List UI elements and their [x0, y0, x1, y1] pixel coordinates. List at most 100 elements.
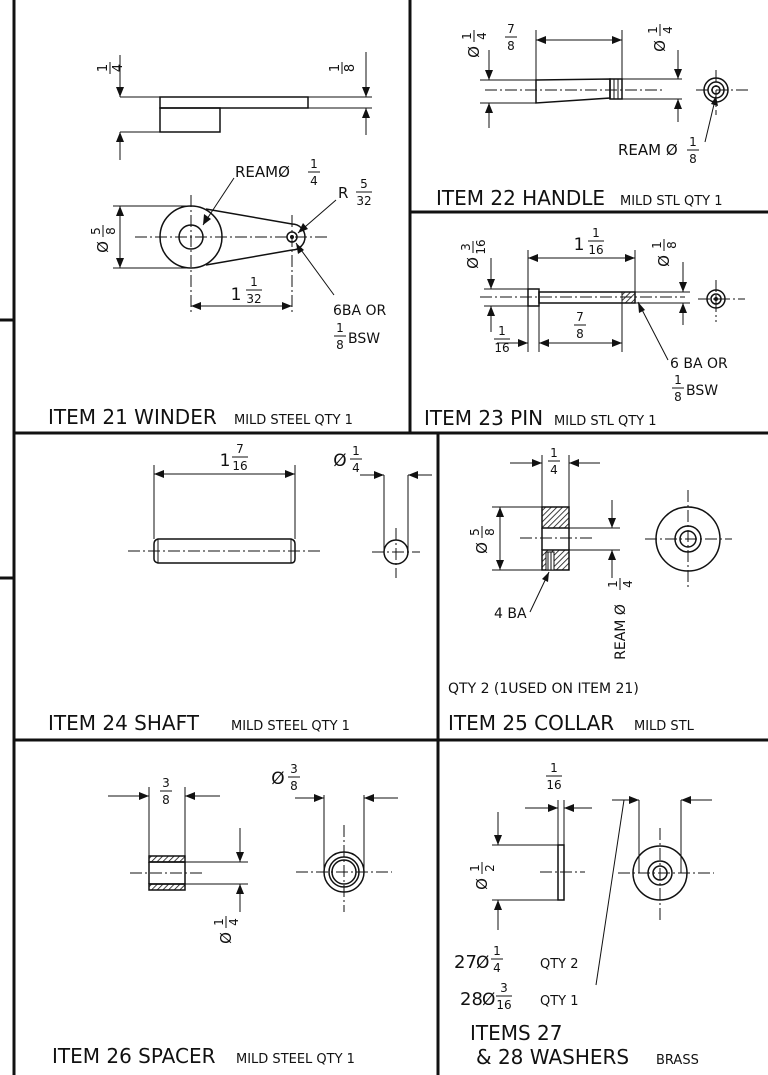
washer-27-spec: 27 Ø 1 4 QTY 2: [454, 944, 579, 975]
svg-text:1: 1: [220, 451, 231, 471]
svg-text:8: 8: [343, 64, 358, 72]
svg-text:Ø: Ø: [655, 255, 673, 267]
svg-text:1: 1: [574, 235, 585, 255]
svg-text:4: 4: [550, 463, 558, 477]
svg-text:8: 8: [689, 152, 697, 166]
item-26-spec: MILD STEEL QTY 1: [236, 1052, 355, 1067]
winder-boss-dim: Ø 5 8: [89, 225, 118, 253]
svg-text:Ø: Ø: [473, 542, 491, 554]
svg-text:Ø: Ø: [473, 878, 491, 890]
svg-text:4: 4: [111, 64, 126, 72]
handle-ream-label: REAM Ø 1 8: [618, 135, 699, 166]
winder-ream-label: REAMØ 1 4: [235, 157, 320, 188]
handle-left-dia: Ø 1 4: [460, 30, 489, 58]
svg-text:Ø: Ø: [651, 40, 669, 52]
svg-text:5: 5: [89, 227, 103, 235]
winder-radius-label: R 5 32: [338, 177, 372, 208]
collar-ream-dim: REAM Ø 1 4: [606, 578, 635, 660]
svg-text:REAM Ø: REAM Ø: [613, 604, 629, 660]
svg-text:4: 4: [352, 461, 360, 475]
svg-text:8: 8: [674, 390, 682, 404]
svg-text:Ø: Ø: [464, 257, 482, 269]
svg-text:Ø: Ø: [333, 451, 346, 471]
svg-text:1: 1: [646, 26, 660, 34]
handle-length-dim: 7 8: [505, 22, 517, 53]
svg-text:8: 8: [483, 528, 497, 536]
svg-text:32: 32: [246, 292, 261, 306]
svg-text:1: 1: [689, 135, 697, 149]
svg-text:16: 16: [546, 778, 561, 792]
svg-text:4: 4: [661, 26, 675, 34]
pin-left-dia: Ø 3 16: [459, 239, 488, 269]
svg-text:16: 16: [496, 998, 511, 1012]
item-22-title: ITEM 22 HANDLE: [436, 186, 605, 210]
svg-text:1: 1: [231, 285, 242, 305]
svg-text:Ø: Ø: [94, 241, 112, 253]
item-25-collar: 1 4 Ø 5 8 REAM Ø 1 4 4 BA: [448, 446, 732, 735]
svg-text:5: 5: [468, 528, 482, 536]
svg-text:4: 4: [227, 918, 241, 926]
svg-text:4: 4: [493, 961, 501, 975]
handle-taper: [535, 78, 611, 104]
item-21-winder: 1 4 1 8 REAMØ 1 4: [48, 52, 387, 429]
svg-text:28: 28: [460, 989, 483, 1010]
item-23-spec: MILD STL QTY 1: [554, 414, 657, 429]
collar-qty-note: QTY 2 (1USED ON ITEM 21): [448, 681, 639, 697]
winder-centres-dim: 1 1 32: [231, 275, 262, 306]
svg-text:8: 8: [336, 338, 344, 352]
svg-text:8: 8: [507, 39, 515, 53]
pin-shank-dim: 7 8: [574, 310, 586, 341]
svg-text:3: 3: [500, 981, 508, 995]
svg-text:32: 32: [356, 194, 371, 208]
pin-thread-b: 1 8 BSW: [672, 373, 718, 404]
svg-text:1: 1: [498, 324, 506, 338]
svg-text:7: 7: [576, 310, 584, 324]
pin-right-dia: Ø 1 8: [650, 239, 679, 267]
shaft-length-dim: 1 7 16: [220, 442, 248, 473]
svg-text:16: 16: [232, 459, 247, 473]
washer-od-dim: Ø 1 2: [468, 862, 497, 890]
pin-head-dim: 1 16: [494, 324, 510, 355]
spacer-length-dim: 3 8: [160, 776, 172, 807]
svg-text:Ø: Ø: [482, 990, 495, 1010]
item-23-pin: Ø 3 16 1 1 16 Ø 1 8: [424, 226, 745, 430]
svg-text:3: 3: [162, 776, 170, 790]
svg-text:8: 8: [104, 227, 118, 235]
collar-dia-dim: Ø 5 8: [468, 526, 497, 554]
svg-text:4: 4: [310, 174, 318, 188]
svg-text:1: 1: [650, 241, 664, 249]
svg-text:1: 1: [250, 275, 258, 289]
svg-text:1: 1: [550, 761, 558, 775]
svg-text:Ø: Ø: [271, 769, 284, 789]
item-25-title: ITEM 25 COLLAR: [448, 711, 614, 735]
pin-thread-a: 6 BA OR: [670, 356, 728, 372]
item-25-spec: MILD STL: [634, 719, 695, 734]
svg-text:Ø: Ø: [465, 46, 483, 58]
svg-text:1: 1: [674, 373, 682, 387]
item-24-title: ITEM 24 SHAFT: [48, 711, 200, 735]
svg-text:7: 7: [507, 22, 515, 36]
svg-text:16: 16: [588, 243, 603, 257]
svg-text:REAMØ: REAMØ: [235, 163, 290, 181]
pin-overall-dim: 1 1 16: [574, 226, 604, 257]
svg-text:16: 16: [474, 239, 488, 254]
svg-text:2: 2: [483, 864, 497, 872]
winder-arm-side: [159, 96, 309, 109]
spacer-bore-dim: Ø 1 4: [212, 916, 241, 944]
items-27-28-title-a: ITEMS 27: [470, 1021, 563, 1045]
handle-collar: [609, 78, 623, 100]
svg-text:1: 1: [212, 918, 226, 926]
item-24-shaft: 1 7 16 Ø 1 4 ITEM 24 SHAFT MILD STEEL QT…: [48, 442, 432, 735]
svg-text:8: 8: [162, 793, 170, 807]
handle-right-dia: Ø 1 4: [646, 24, 675, 52]
item-23-title: ITEM 23 PIN: [424, 406, 543, 430]
item-22-handle: Ø 1 4 7 8 Ø 1 4: [436, 22, 748, 210]
items-27-28-spec: BRASS: [656, 1053, 699, 1068]
svg-text:27: 27: [454, 952, 477, 973]
washer-thick-dim: 1 16: [546, 761, 562, 792]
svg-text:QTY 2: QTY 2: [540, 957, 579, 972]
svg-text:1: 1: [96, 64, 111, 72]
item-24-spec: MILD STEEL QTY 1: [231, 719, 350, 734]
svg-text:R: R: [338, 184, 348, 202]
